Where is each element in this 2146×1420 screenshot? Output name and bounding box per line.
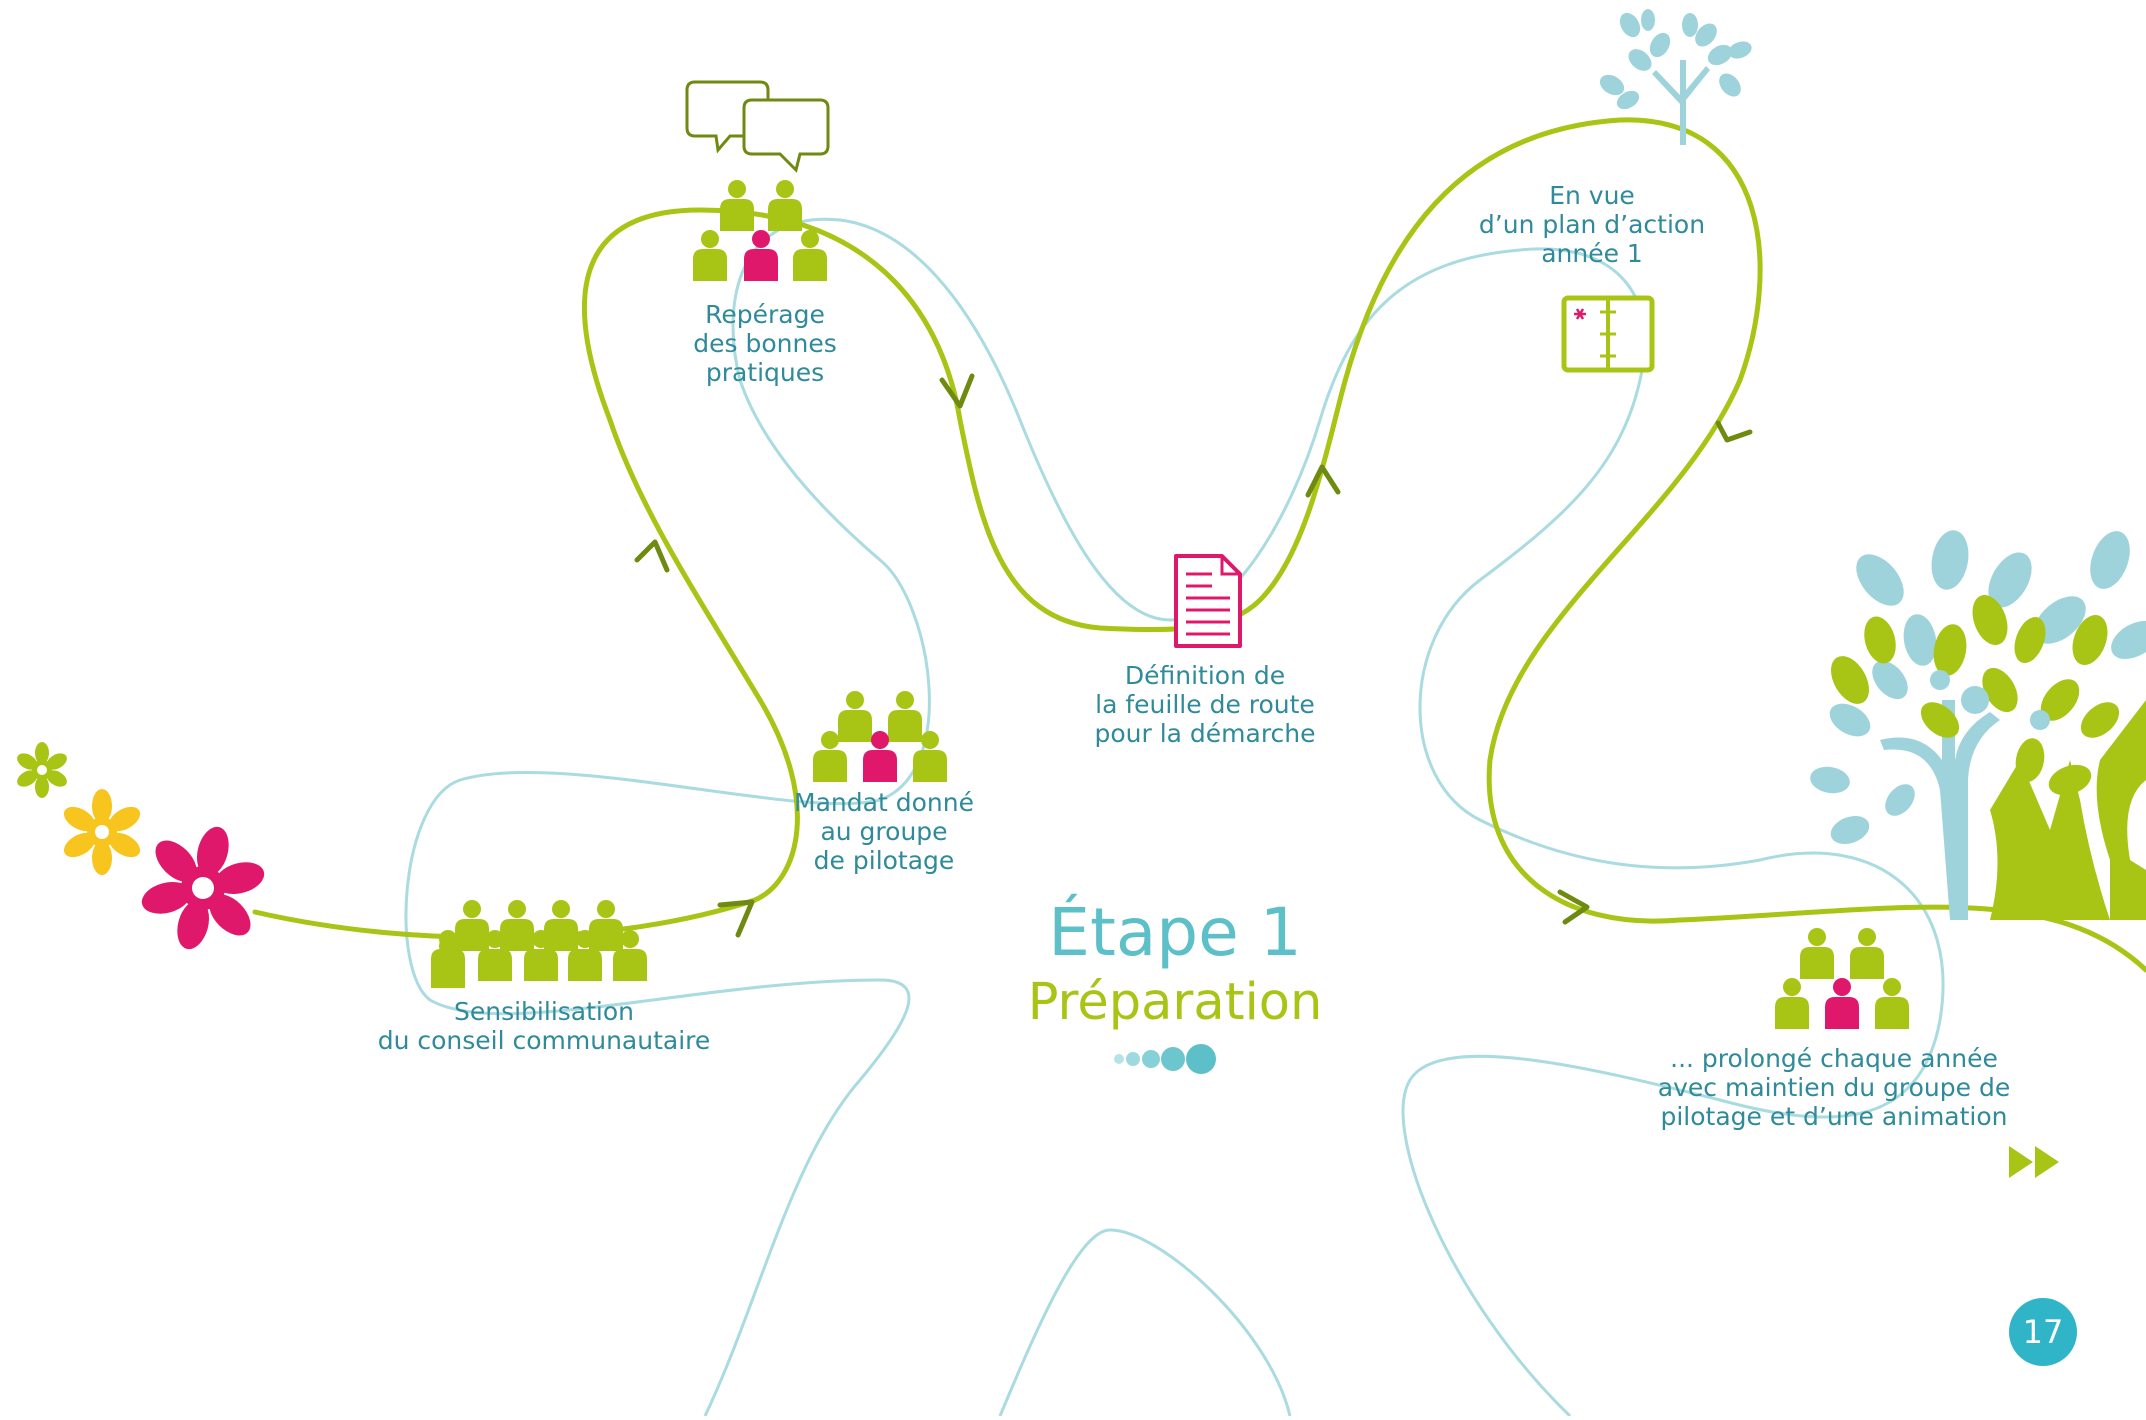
people-group-icon <box>813 691 947 782</box>
path-arrows <box>634 373 1753 938</box>
tree-icon <box>1810 530 2146 920</box>
stage-subtitle: Préparation <box>1027 973 1323 1032</box>
step-prolonge-label: ... prolongé chaque année avec maintien … <box>1657 1044 2011 1131</box>
tree-icon <box>1599 9 1752 145</box>
page-number-badge: 17 <box>2009 1298 2077 1366</box>
step-sensibilisation-label: Sensibilisation du conseil communautaire <box>377 997 711 1055</box>
people-group-icon <box>1775 928 1909 1029</box>
people-group-icon <box>431 900 647 988</box>
notebook-icon <box>1561 295 1655 373</box>
process-path <box>252 117 2146 973</box>
people-group-icon <box>693 180 827 281</box>
step-mandat-label: Mandat donné au groupe de pilotage <box>794 788 974 875</box>
step-plan-action-label: En vue d’un plan d’action année 1 <box>1478 181 1706 268</box>
document-icon <box>1174 554 1242 648</box>
fast-forward-icon[interactable] <box>2009 1146 2059 1178</box>
speech-bubbles-icon <box>685 80 830 173</box>
progress-dots-icon <box>1114 1044 1216 1074</box>
flower-icon <box>17 742 265 950</box>
step-definition-label: Définition de la feuille de route pour l… <box>1094 661 1316 748</box>
step-reperage-label: Repérage des bonnes pratiques <box>693 300 837 387</box>
background-loops <box>404 217 1945 1418</box>
stage-title: Étape 1 <box>1048 894 1302 971</box>
